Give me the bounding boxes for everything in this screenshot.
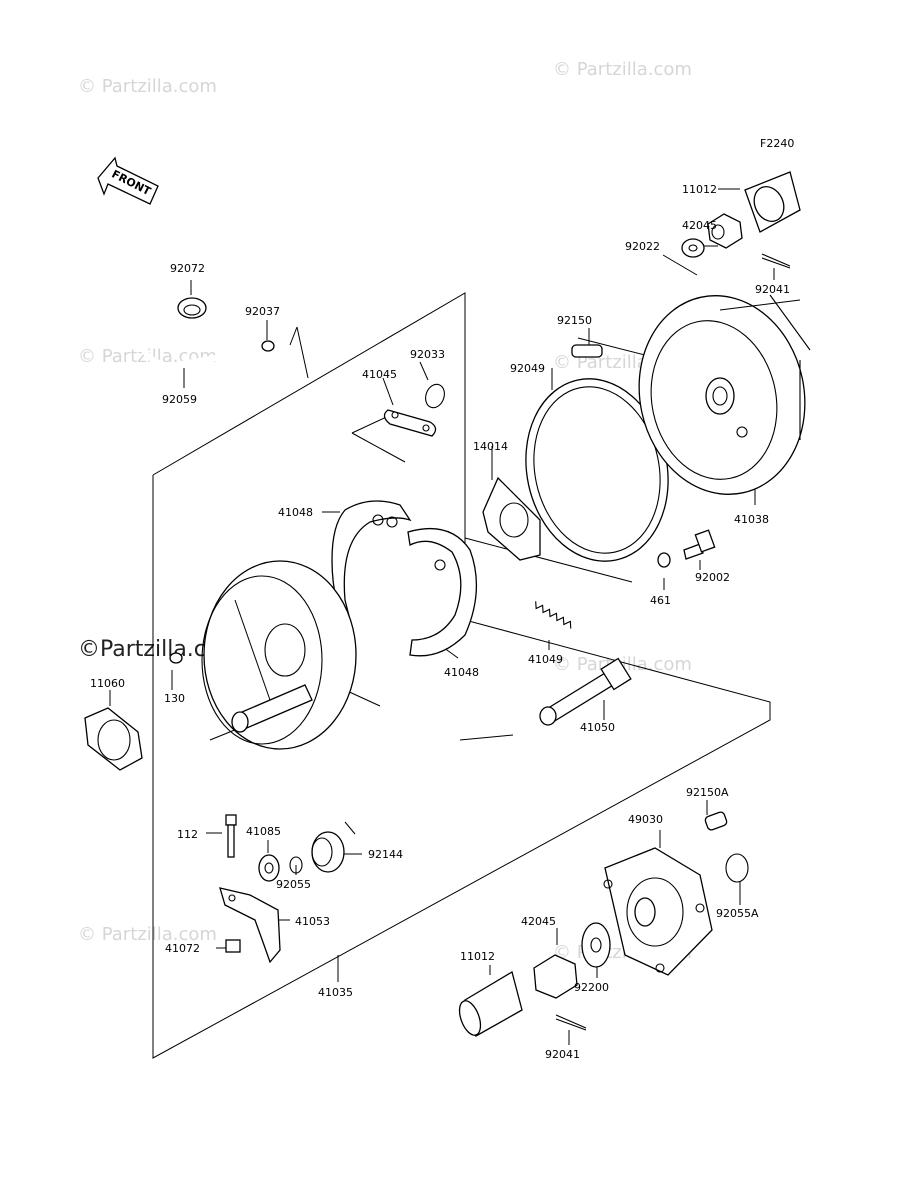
label-92144: 92144 <box>368 848 403 861</box>
cap-11012-top <box>744 171 801 233</box>
label-92055: 92055 <box>276 878 311 891</box>
label-92037: 92037 <box>245 305 280 318</box>
label-41072: 41072 <box>165 942 200 955</box>
clamp-92072 <box>177 297 207 319</box>
brake-panel-41035 <box>201 560 357 750</box>
nut-41072 <box>225 939 241 953</box>
gasket-11060 <box>84 707 143 771</box>
cam-shaft-41050 <box>539 657 632 726</box>
watermark: © Partzilla.com <box>553 59 692 80</box>
label-130: 130 <box>164 692 185 705</box>
drum-41038 <box>638 294 811 495</box>
label-112: 112 <box>177 828 198 841</box>
label-92059: 92059 <box>162 393 197 406</box>
nut-42045-bottom <box>533 954 578 999</box>
plate-14014 <box>482 476 541 561</box>
lever-41053 <box>219 887 281 964</box>
nipple-130 <box>169 652 183 664</box>
cotter-pin-92041-bottom <box>555 1014 587 1031</box>
label-92002: 92002 <box>695 571 730 584</box>
leader-lines <box>109 188 775 1045</box>
label-41048: 41048 <box>444 666 479 679</box>
hub-49030 <box>603 847 713 976</box>
label-92072: 92072 <box>170 262 205 275</box>
label-11012: 11012 <box>682 183 717 196</box>
bolt-92150 <box>571 344 603 358</box>
label-14014: 14014 <box>473 440 508 453</box>
nut-42045-top <box>707 213 743 249</box>
label-42045: 42045 <box>682 219 717 232</box>
label-41035: 41035 <box>318 986 353 999</box>
link-41045 <box>383 409 437 437</box>
watermark: © Partzilla.com <box>78 76 217 97</box>
label-92200: 92200 <box>574 981 609 994</box>
cap-11012-bottom <box>458 970 523 1037</box>
spring-41049 <box>535 601 572 629</box>
label-41049: 41049 <box>528 653 563 666</box>
label-41038: 41038 <box>734 513 769 526</box>
label-92033: 92033 <box>410 348 445 361</box>
diagram-code: F2240 <box>760 137 794 150</box>
label-41045: 41045 <box>362 368 397 381</box>
label-92041: 92041 <box>545 1048 580 1061</box>
washer-92200 <box>581 922 611 968</box>
label-92041: 92041 <box>755 283 790 296</box>
label-49030: 49030 <box>628 813 663 826</box>
washer-41085 <box>258 854 280 882</box>
label-11012: 11012 <box>460 950 495 963</box>
spring-92144 <box>311 831 345 873</box>
label-92049: 92049 <box>510 362 545 375</box>
label-92022: 92022 <box>625 240 660 253</box>
assembly-outline <box>152 292 771 1059</box>
label-42045: 42045 <box>521 915 556 928</box>
label-461: 461 <box>650 594 671 607</box>
washer-92022 <box>681 238 705 258</box>
brake-shoe-41048-top <box>331 500 412 641</box>
label-92055A: 92055A <box>716 907 759 920</box>
brake-shoe-41048-bottom <box>407 528 478 657</box>
bolt-92002 <box>683 529 716 560</box>
front-arrow-icon: FRONT <box>97 156 159 205</box>
o-ring-92055A <box>725 853 749 883</box>
cotter-pin-92041-top <box>761 253 791 269</box>
watermark: © Partzilla.com <box>78 924 217 945</box>
circlip-92033 <box>425 383 445 409</box>
label-41053: 41053 <box>295 915 330 928</box>
label-92150: 92150 <box>557 314 592 327</box>
label-92150A: 92150A <box>686 786 729 799</box>
seal-92049 <box>525 378 669 562</box>
clip-92037 <box>261 340 275 352</box>
o-ring-92055 <box>289 856 303 874</box>
label-41048: 41048 <box>278 506 313 519</box>
label-41085: 41085 <box>246 825 281 838</box>
label-41050: 41050 <box>580 721 615 734</box>
bolt-112 <box>225 814 237 858</box>
label-11060: 11060 <box>90 677 125 690</box>
labels: 11012 42045 92022 92041 92072 92037 9205… <box>90 183 790 1061</box>
tube-92059 <box>128 291 253 370</box>
washer-461 <box>657 552 671 568</box>
bolt-92150A <box>704 811 728 831</box>
